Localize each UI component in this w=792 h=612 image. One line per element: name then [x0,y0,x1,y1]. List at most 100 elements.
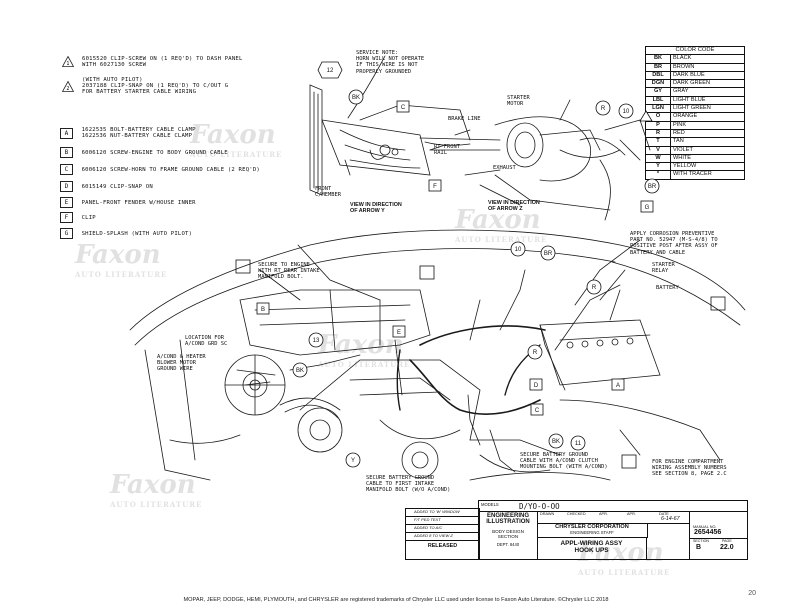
letter-label-c: C [401,105,406,111]
legend-line: 1622536 NUT-BATTERY CABLE CLAMP [81,133,193,139]
legend-line: SHIELD-SPLASH (WITH AUTO PILOT) [81,231,193,237]
manual-cell: MANUAL NO. 2654456 SECTION PAGE B 22.0 [689,511,748,559]
svg-text:1: 1 [66,61,69,67]
legend-key: C [60,164,73,175]
circle-label-r: R [533,350,538,356]
circle-label-10: 10 [515,247,522,253]
legend-line: PANEL-FRONT FENDER W/HOUSE INNER [81,200,196,206]
legend-key: D [60,181,73,192]
legend-item-1: 1 6015520 CLIP-SCREW ON (1 REQ'D) TO DAS… [62,56,243,68]
page-value: 22.0 [720,544,734,551]
legend-line: 1622535 BOLT-BATTERY CABLE CLAMP [81,127,196,133]
letter-label-c: C [535,408,540,414]
company-cell: CHRYSLER CORPORATION ENGINEERING STAFF [537,523,648,538]
color-name: LIGHT GREEN [670,104,745,114]
page-number: 20 [748,590,756,597]
circle-label-13: 13 [313,338,320,344]
letter-label-g: G [645,205,650,211]
letter-label-f: F [433,184,437,190]
circle-label-10: 10 [623,109,630,115]
triangle-icon: 1 [62,56,74,67]
model-number: D/YO-O-OO [519,502,560,511]
legend-item-b: B 6006120 SCREW-ENGINE TO BODY GROUND CA… [60,147,228,158]
color-code-row: *WITH TRACER [645,170,745,180]
watermark-brand: Faxon [75,240,161,270]
legend-key: E [60,197,73,208]
svg-text:2: 2 [66,86,69,92]
manual-number: 2654456 [694,529,722,536]
letter-label-d: D [534,383,539,389]
circle-label-y: Y [351,458,355,464]
main-engine-view [129,229,746,481]
watermark-sub: AUTO LITERATURE [110,500,203,509]
watermark-sub: AUTO LITERATURE [75,270,168,279]
watermark-sub: AUTO LITERATURE [190,150,283,159]
revision-block: ADDED TO 'W' WINDOW F/T PED TEXT ADDED T… [405,508,480,560]
circle-label-11: 11 [575,441,582,447]
circle-label-bk: BK [552,439,560,445]
legend-item-g: G SHIELD-SPLASH (WITH AUTO PILOT) [60,228,192,239]
watermark-logo: Faxon AUTO LITERATURE [75,240,167,279]
legend-line: FOR BATTERY STARTER CABLE WIRING [82,89,197,95]
circle-label-r: R [592,285,597,291]
legend-line: 6015520 CLIP-SCREW ON (1 REQ'D) TO DASH … [82,56,243,62]
blank-cell [647,523,689,559]
watermark-brand: Faxon [190,120,276,150]
legend-key: A [60,127,73,139]
legend-key: B [60,147,73,158]
letter-label-b: B [261,307,265,313]
letter-label-a: A [616,383,620,389]
watermark-sub: AUTO LITERATURE [578,568,671,577]
date-value: 6-14-67 [661,516,680,522]
circle-label-bk: BK [352,95,360,101]
legend-item-f: F CLIP [60,212,96,223]
legend-item-d: D 6015149 CLIP-SNAP ON [60,181,153,192]
legend-item-2: 2 (WITH AUTO PILOT) 2037188 CLIP-SNAP ON… [62,77,228,95]
watermark-logo: Faxon AUTO LITERATURE [578,538,670,577]
approval-row: DRAWN CHECKED APR. APR. DATE 6-14-67 [537,511,689,524]
color-name: WITH TRACER [670,170,745,180]
legend-item-a: A 1622535 BOLT-BATTERY CABLE CLAMP 16225… [60,127,196,139]
watermark-logo: Faxon AUTO LITERATURE [190,120,282,159]
trademark-footer: MOPAR, JEEP, DODGE, HEMI, PLYMOUTH, and … [183,597,609,603]
legend-key: F [60,212,73,223]
revision-line: ADDED TO 'W' WINDOW [406,509,479,517]
circle-label-r: R [601,106,606,112]
circle-label-br: BR [648,184,657,190]
exhaust-label: EXHAUST [493,165,516,171]
battery-label: BATTERY [656,285,679,291]
watermark-brand: Faxon [578,538,664,568]
color-code-title: COLOR CODE [645,45,745,56]
revision-line: F/T PED TEXT [406,517,479,525]
color-name: DARK GREEN [670,79,745,89]
watermark-sub: AUTO LITERATURE [318,360,411,369]
models-row: MODELS D/YO-O-OO [479,501,747,512]
watermark-sub: AUTO LITERATURE [455,235,548,244]
released-label: RELEASED [427,543,458,549]
circle-label-br: BR [544,251,553,257]
revision-line: ADDED 8 TO VIEW Z [406,533,479,541]
legend-item-e: E PANEL-FRONT FENDER W/HOUSE INNER [60,197,196,208]
legend-line: 6015149 CLIP-SNAP ON [81,184,153,190]
brake-line-label: BRAKE LINE [448,116,481,122]
letter-label-e: E [397,330,401,336]
legend-line: WITH 6027130 SCREW [82,62,147,68]
watermark-logo: Faxon AUTO LITERATURE [318,330,410,369]
marker-12: 12 [327,68,334,74]
revision-line: ADDED TO A/C [406,525,479,533]
